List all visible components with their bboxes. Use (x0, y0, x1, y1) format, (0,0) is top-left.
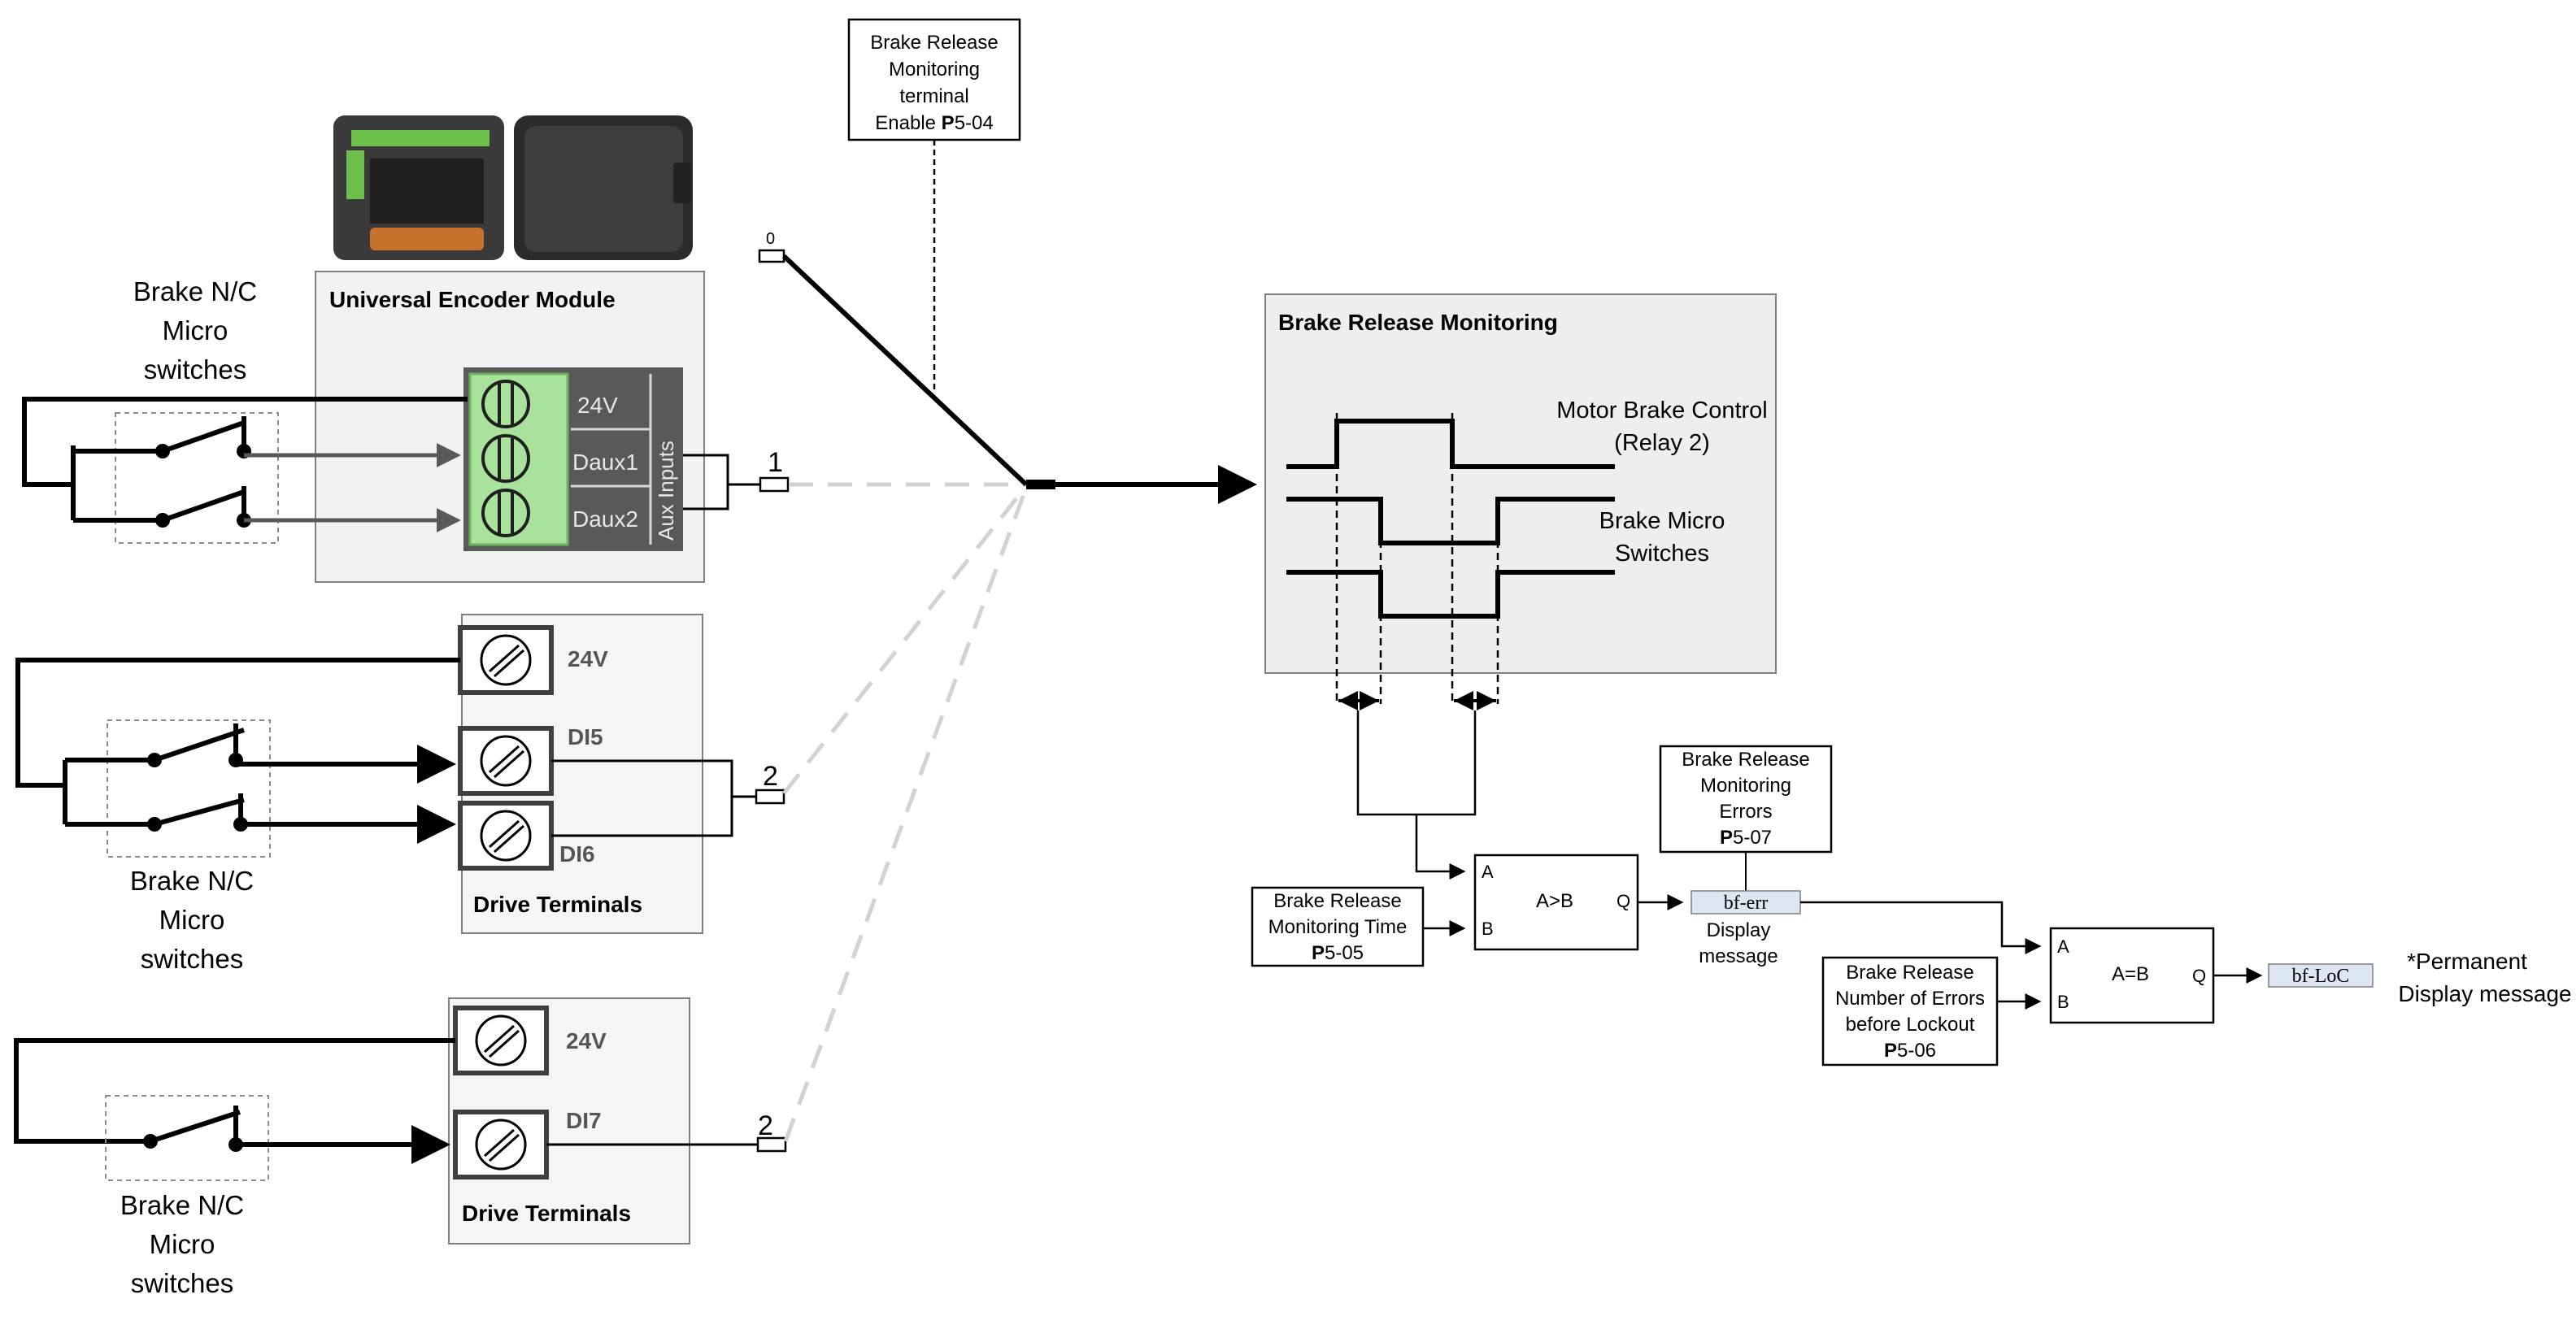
terminal-daux1-label: Daux1 (572, 450, 638, 475)
drive-terminal-24v-1: 24V (458, 625, 608, 695)
drive-terminals-title-2: Drive Terminals (462, 1201, 631, 1226)
svg-text:DI5: DI5 (568, 724, 603, 749)
svg-text:Brake Release: Brake Release (870, 32, 998, 54)
switch-label-middle: Brake N/C Micro switches (130, 866, 254, 974)
encoder-module-image (333, 115, 693, 260)
svg-text:A: A (2057, 936, 2069, 957)
svg-text:B: B (1482, 919, 1494, 939)
svg-text:Q: Q (2192, 966, 2206, 986)
svg-text:Monitoring: Monitoring (1700, 775, 1791, 797)
terminal-screw-icon (475, 1119, 527, 1171)
svg-text:Display message: Display message (2398, 981, 2571, 1006)
terminal-screw-icon (475, 1014, 527, 1067)
switch-label-bottom: Brake N/C Micro switches (120, 1190, 244, 1298)
switch-circuit-bottom (14, 1038, 787, 1181)
terminal-24v-label: 24V (577, 393, 618, 418)
selector-label-2a: 2 (763, 761, 778, 792)
svg-text:P5-07: P5-07 (1720, 827, 1772, 849)
svg-text:A: A (1482, 862, 1494, 882)
timing-waveforms (1286, 413, 1615, 710)
drive-terminal-24v-2: 24V (453, 1006, 607, 1075)
display-bf-err: bf-err Display message (1690, 890, 1801, 967)
input-selector: 0 1 2 2 (758, 230, 1257, 1142)
svg-text:Brake Micro: Brake Micro (1599, 508, 1725, 534)
terminal-daux2-label: Daux2 (572, 506, 638, 532)
svg-text:A=B: A=B (2112, 963, 2149, 985)
monitoring-panel-title: Brake Release Monitoring (1278, 310, 1558, 335)
terminal-screw-icon (480, 634, 532, 686)
svg-text:24V: 24V (566, 1028, 607, 1053)
svg-text:B: B (2057, 992, 2069, 1012)
svg-text:before Lockout: before Lockout (1846, 1014, 1975, 1036)
svg-text:Brake Release: Brake Release (1273, 890, 1401, 912)
svg-text:Q: Q (1617, 891, 1630, 911)
svg-text:Monitoring: Monitoring (889, 59, 980, 80)
svg-text:Brake N/C: Brake N/C (120, 1190, 244, 1220)
svg-text:DI6: DI6 (559, 841, 595, 867)
svg-text:bf-LoC: bf-LoC (2292, 966, 2350, 987)
svg-text:*Permanent: *Permanent (2407, 949, 2527, 974)
svg-text:Brake N/C: Brake N/C (130, 866, 254, 896)
svg-text:24V: 24V (568, 646, 608, 671)
switch-circuit-middle (15, 658, 785, 858)
svg-text:P5-06: P5-06 (1884, 1040, 1936, 1062)
comparator-a-gt-b: A B A>B Q (1473, 854, 1639, 951)
comparator-a-eq-b: A B A=B Q (2049, 927, 2215, 1024)
time-param-box: Brake Release Monitoring Time P5-05 (1251, 886, 1425, 967)
terminal-screw-icon (480, 735, 532, 787)
aux-terminal-block: 24V Daux1 Daux2 Aux Inputs (463, 367, 683, 551)
switch-label-top: Brake N/C Micro switches (133, 276, 257, 384)
svg-text:(Relay 2): (Relay 2) (1614, 430, 1710, 456)
svg-text:Brake Release: Brake Release (1682, 749, 1809, 771)
selector-label-2b: 2 (758, 1110, 773, 1141)
terminal-screw-icon (481, 434, 530, 483)
display-bf-loc: bf-LoC *Permanent Display message (2268, 949, 2572, 1006)
svg-text:A>B: A>B (1536, 890, 1573, 912)
svg-text:message: message (1699, 945, 1778, 967)
svg-text:terminal: terminal (899, 85, 968, 107)
svg-text:switches: switches (141, 944, 244, 974)
encoder-module-title: Universal Encoder Module (329, 287, 616, 312)
svg-text:Micro: Micro (159, 905, 225, 935)
selector-label-1: 1 (768, 447, 783, 478)
selector-label-0: 0 (766, 230, 775, 248)
svg-text:switches: switches (131, 1268, 234, 1298)
svg-text:Display: Display (1707, 919, 1771, 941)
svg-text:Micro: Micro (163, 315, 228, 345)
svg-text:Enable P5-04: Enable P5-04 (875, 112, 993, 134)
svg-text:bf-err: bf-err (1724, 893, 1769, 914)
svg-text:Errors: Errors (1719, 801, 1772, 823)
svg-text:Brake Release: Brake Release (1846, 962, 1973, 984)
lockout-param-box: Brake Release Number of Errors before Lo… (1821, 956, 1999, 1067)
drive-terminal-di5: DI5 (458, 724, 603, 796)
drive-terminals-title-1: Drive Terminals (473, 892, 642, 917)
terminal-screw-icon (481, 489, 530, 537)
aux-inputs-label: Aux Inputs (654, 441, 678, 541)
errors-param-box: Brake Release Monitoring Errors P5-07 (1659, 745, 1833, 891)
terminal-screw-icon (481, 380, 530, 428)
enable-param-box: Brake Release Monitoring terminal Enable… (847, 18, 1021, 390)
svg-text:switches: switches (144, 354, 247, 384)
svg-text:Motor Brake Control: Motor Brake Control (1556, 398, 1768, 424)
terminal-screw-icon (480, 810, 532, 862)
svg-text:Brake N/C: Brake N/C (133, 276, 257, 306)
signal-label-relay: Motor Brake Control (Relay 2) (1556, 398, 1768, 456)
monitoring-panel (1264, 293, 1777, 674)
svg-text:DI7: DI7 (566, 1108, 602, 1133)
switch-circuit-top (22, 397, 790, 544)
svg-text:P5-05: P5-05 (1312, 942, 1364, 964)
drive-terminal-di7: DI7 (453, 1108, 602, 1179)
svg-text:Switches: Switches (1615, 541, 1709, 567)
svg-text:Micro: Micro (150, 1229, 215, 1259)
drive-terminal-di6: DI6 (458, 801, 595, 871)
svg-text:Number of Errors: Number of Errors (1835, 988, 1985, 1010)
signal-label-switches: Brake Micro Switches (1599, 508, 1725, 567)
svg-text:Monitoring Time: Monitoring Time (1268, 916, 1408, 938)
